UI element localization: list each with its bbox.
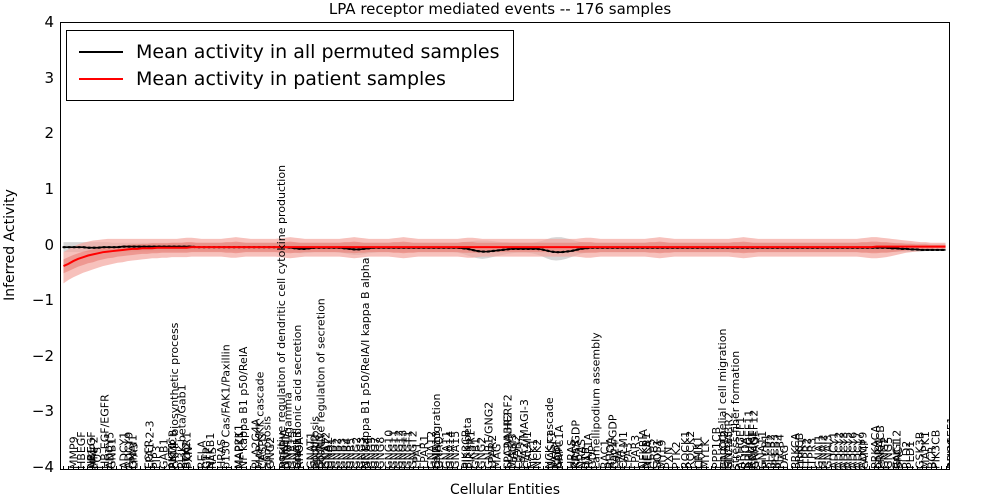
legend-label-permuted: Mean activity in all permuted samples bbox=[136, 40, 500, 63]
patient-mean-line bbox=[63, 245, 946, 267]
y-tick-label: −1 bbox=[31, 291, 54, 310]
plot-series-svg bbox=[62, 237, 947, 284]
y-tick-label: 1 bbox=[44, 179, 54, 198]
y-tick-label: −4 bbox=[31, 458, 54, 476]
chart-title: LPA receptor mediated events -- 176 samp… bbox=[328, 0, 672, 18]
legend-swatch-patient-icon bbox=[79, 77, 123, 80]
y-tick-label: 4 bbox=[44, 13, 54, 31]
y-tick-label: 3 bbox=[44, 68, 54, 87]
patient-inner-band bbox=[63, 241, 946, 274]
y-tick-label: −3 bbox=[31, 402, 54, 421]
legend-swatch-permuted-icon bbox=[79, 50, 123, 53]
chart-legend: Mean activity in all permuted samples Me… bbox=[66, 30, 515, 101]
x-tick-label: AKT1 bbox=[947, 441, 950, 469]
legend-item-patient: Mean activity in patient samples bbox=[79, 65, 499, 92]
y-tick-label: −2 bbox=[31, 346, 54, 365]
legend-item-permuted: Mean activity in all permuted samples bbox=[79, 38, 499, 65]
legend-label-patient: Mean activity in patient samples bbox=[136, 67, 446, 90]
y-tick-label: 0 bbox=[44, 235, 54, 254]
x-axis-label: Cellular Entities bbox=[449, 482, 561, 498]
y-tick-label: 2 bbox=[44, 124, 54, 143]
y-axis-tick-labels: 4 3 2 1 0 −1 −2 −3 −4 bbox=[0, 0, 54, 500]
